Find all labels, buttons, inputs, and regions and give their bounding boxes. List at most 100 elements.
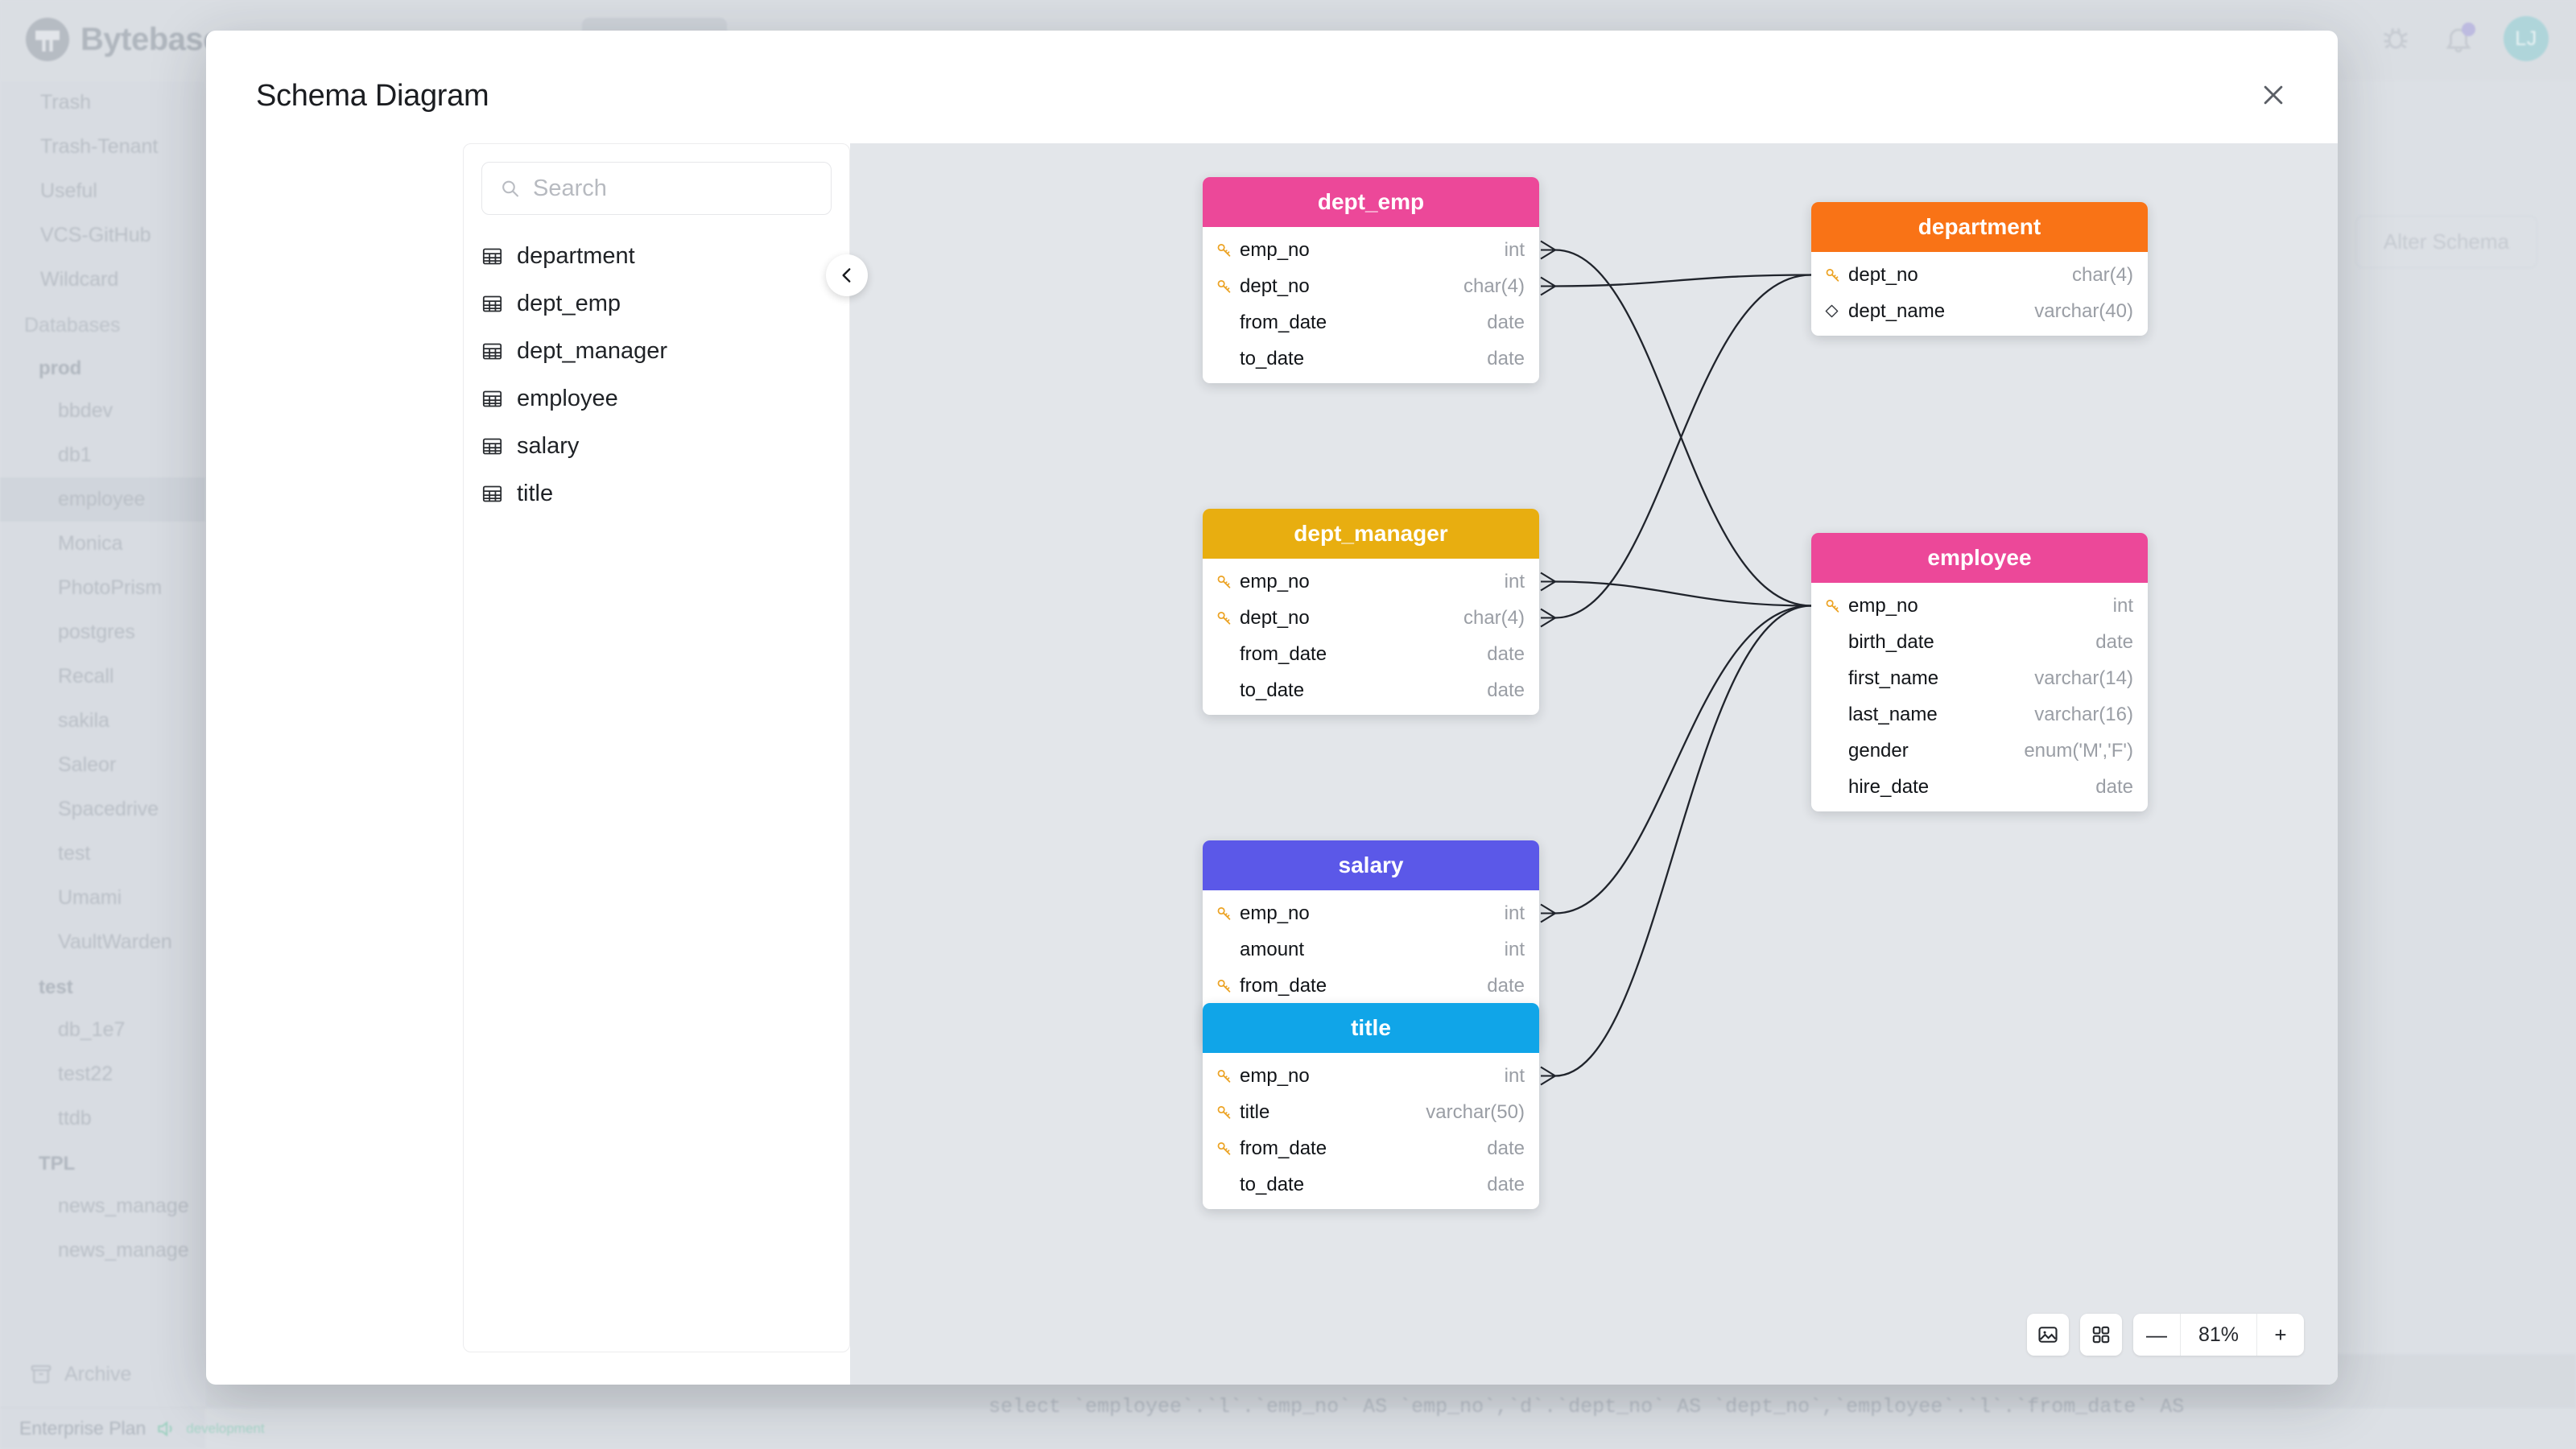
column-name: birth_date <box>1848 630 1934 653</box>
relationship-edge <box>1554 605 1812 1077</box>
table-list-item[interactable]: salary <box>464 423 849 470</box>
bug-icon[interactable] <box>2378 21 2413 56</box>
column-name: to_date <box>1240 1173 1305 1195</box>
search-input[interactable] <box>533 175 813 202</box>
alter-schema-button[interactable]: Alter Schema <box>2355 216 2537 268</box>
column-type: int <box>2112 594 2133 617</box>
relationship-edge <box>1554 605 1812 914</box>
plan-label: Enterprise Plan <box>19 1418 147 1439</box>
sidebar-item-trash[interactable]: Trash <box>40 91 91 114</box>
column-type: int <box>1504 238 1525 261</box>
sidebar-item-wildcard[interactable]: Wildcard <box>40 268 119 291</box>
table-list-item[interactable]: department <box>464 233 849 280</box>
primary-key-icon <box>1216 242 1240 259</box>
relationship-edge <box>1554 580 1812 607</box>
image-export-icon[interactable] <box>2027 1314 2069 1356</box>
sidebar-item-vcs-github[interactable]: VCS-GitHub <box>40 224 151 246</box>
column-type: char(4) <box>1463 606 1525 629</box>
grid-layout-icon[interactable] <box>2080 1314 2122 1356</box>
column-type: date <box>1487 642 1525 665</box>
sidebar-item-test22[interactable]: test22 <box>58 1063 114 1085</box>
sidebar-item-recall[interactable]: Recall <box>58 665 114 687</box>
sidebar-item-postgres[interactable]: postgres <box>58 621 135 643</box>
collapse-panel-button[interactable] <box>826 254 868 296</box>
sidebar-item-test[interactable]: test <box>58 842 91 865</box>
app-logo[interactable]: Bytebase <box>26 18 221 61</box>
column-type: varchar(50) <box>1426 1100 1525 1123</box>
chevron-left-icon <box>842 268 851 283</box>
sidebar-item-db-1e7[interactable]: db_1e7 <box>58 1018 126 1041</box>
zoom-out-button[interactable]: — <box>2146 1322 2167 1347</box>
bell-icon[interactable] <box>2441 21 2476 56</box>
table-list-item-label: dept_manager <box>517 338 668 364</box>
edge-crowfoot <box>1540 1066 1556 1086</box>
sidebar-item-employee[interactable]: employee <box>0 477 205 522</box>
sidebar-item-spacedrive[interactable]: Spacedrive <box>58 798 159 820</box>
search-box[interactable] <box>481 162 832 215</box>
close-icon[interactable] <box>2251 72 2296 118</box>
table-icon <box>481 388 503 410</box>
sidebar-item-saleor[interactable]: Saleor <box>58 753 117 776</box>
speaker-icon[interactable] <box>155 1418 176 1439</box>
diagram-column-row: title varchar(50) <box>1203 1094 1539 1130</box>
column-type: date <box>1487 679 1525 701</box>
relationship-edge <box>1554 274 1812 287</box>
sidebar-item-ttdb[interactable]: ttdb <box>58 1107 92 1129</box>
primary-key-icon <box>1216 1067 1240 1085</box>
primary-key-icon <box>1216 1140 1240 1158</box>
column-name: emp_no <box>1240 902 1310 924</box>
sidebar-item-sakila[interactable]: sakila <box>58 709 109 732</box>
canvas-toolbar: — 81% + <box>2027 1314 2304 1356</box>
sidebar-item-bbdev[interactable]: bbdev <box>58 399 114 422</box>
edge-crowfoot <box>1540 903 1556 923</box>
sidebar-item-useful[interactable]: Useful <box>40 180 97 202</box>
column-name: from_date <box>1240 1137 1327 1159</box>
table-list-item[interactable]: dept_manager <box>464 328 849 375</box>
column-name: from_date <box>1240 974 1327 997</box>
avatar[interactable]: LJ <box>2504 16 2549 61</box>
table-list-item-label: title <box>517 481 554 506</box>
sidebar-item-news-manage[interactable]: news_manage <box>58 1195 189 1217</box>
column-type: int <box>1504 938 1525 960</box>
sidebar-item-databases: Databases <box>24 314 121 336</box>
column-name: title <box>1240 1100 1270 1123</box>
primary-key-icon <box>1216 609 1240 627</box>
sidebar-item-photoprism[interactable]: PhotoPrism <box>58 576 163 599</box>
diagram-node-title: dept_emp <box>1203 177 1539 227</box>
sidebar-item-db1[interactable]: db1 <box>58 444 92 466</box>
table-list-item-label: salary <box>517 433 580 459</box>
sidebar-item-news-manage[interactable]: news_manage <box>58 1239 189 1261</box>
table-list-item[interactable]: dept_emp <box>464 280 849 328</box>
zoom-in-button[interactable]: + <box>2274 1322 2287 1347</box>
sidebar-item-monica[interactable]: Monica <box>58 532 123 555</box>
table-list-item[interactable]: employee <box>464 375 849 423</box>
table-list-item[interactable]: title <box>464 470 849 518</box>
sidebar-item-vaultwarden[interactable]: VaultWarden <box>58 931 172 953</box>
column-type: int <box>1504 570 1525 592</box>
sidebar-item-umami[interactable]: Umami <box>58 886 122 909</box>
column-name: emp_no <box>1240 1064 1310 1087</box>
sidebar-item-trash-tenant[interactable]: Trash-Tenant <box>40 135 159 158</box>
sidebar-item-archive[interactable]: Archive <box>0 1362 205 1386</box>
